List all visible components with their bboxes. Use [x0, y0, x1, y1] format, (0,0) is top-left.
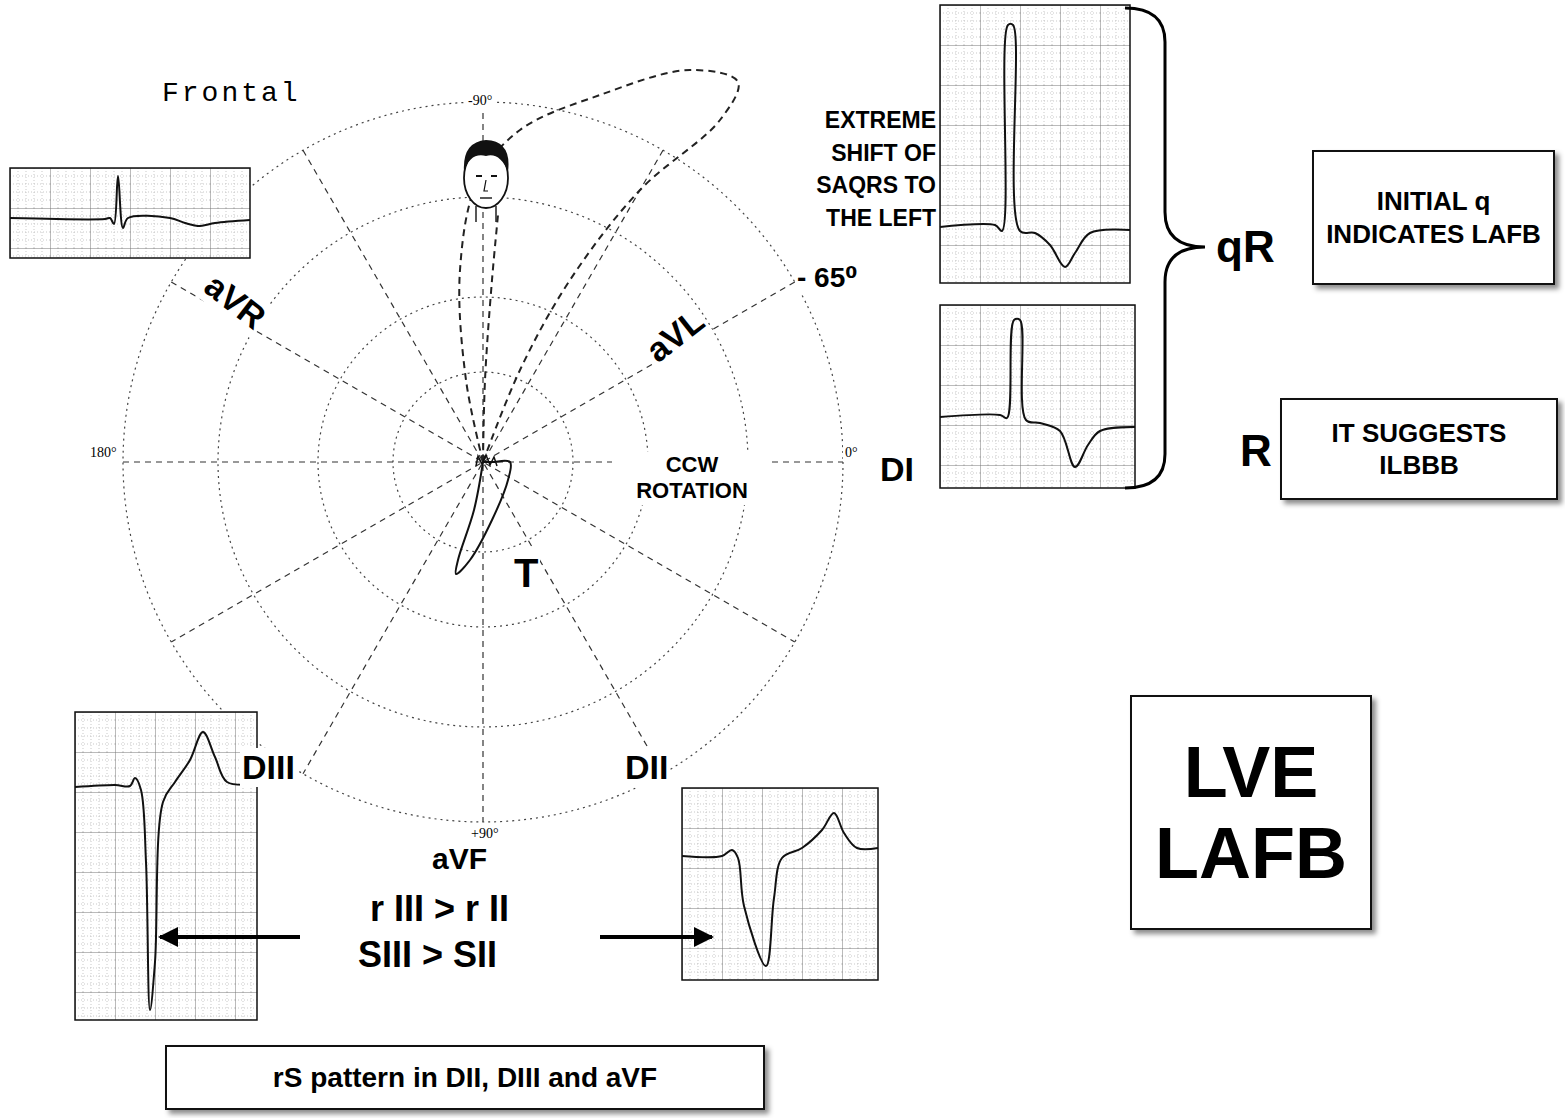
label-text: qR	[1214, 222, 1277, 273]
qrs-loop	[459, 70, 739, 462]
label-text: R	[1240, 426, 1272, 475]
label-text: CCW ROTATION	[636, 452, 748, 503]
label-text: CCW ROTATION	[612, 452, 772, 505]
p-loop	[476, 455, 497, 466]
label-text: - 65⁰	[797, 262, 858, 293]
label-text: -90°	[466, 93, 494, 109]
text-box: IT SUGGESTS ILBBB	[1280, 398, 1558, 500]
label-text: +90°	[471, 826, 499, 841]
text-box: LVE LAFB	[1130, 695, 1372, 930]
label-text: +90°	[469, 826, 501, 842]
ecg-strip	[940, 305, 1135, 488]
ecg-strip	[940, 5, 1130, 283]
box-text: rS pattern in DII, DIII and aVF	[273, 1061, 657, 1095]
label-text: DII	[625, 748, 668, 786]
text-box: INITIAL q INDICATES LAFB	[1312, 150, 1555, 285]
label-text: aVR	[195, 265, 274, 339]
box-text: LVE LAFB	[1148, 732, 1354, 893]
label-text: aVF	[430, 842, 489, 877]
lead-axis	[171, 282, 795, 642]
label-text: T	[514, 551, 538, 595]
ecg-strip	[10, 168, 250, 258]
label-text: DII	[623, 748, 670, 787]
ecg-strip	[75, 712, 257, 1020]
label-text: aVF	[432, 842, 487, 875]
label-text: DI	[880, 450, 914, 488]
lead-axis	[303, 150, 663, 774]
observer-face	[464, 140, 509, 222]
label-text: DI	[878, 450, 916, 489]
label-text: EXTREME SHIFT OF SAQRS TO THE LEFT	[816, 107, 936, 231]
label-text: -90°	[468, 93, 492, 108]
label-text: Frontal	[162, 78, 301, 109]
pointer-arrow	[600, 935, 712, 939]
ecg-strip	[682, 788, 878, 980]
label-text: DIII	[242, 748, 295, 786]
label-text: DIII	[240, 748, 297, 787]
box-text: INITIAL q INDICATES LAFB	[1324, 185, 1543, 250]
label-text: aVL	[639, 301, 712, 369]
label-text: r III > r II	[368, 888, 511, 929]
label-text: qR	[1216, 222, 1275, 271]
pointer-arrow	[160, 935, 300, 939]
label-text: SIII > SII	[356, 934, 499, 975]
label-text: Frontal	[160, 78, 303, 110]
curly-brace	[1125, 8, 1205, 488]
label-text: T	[512, 550, 540, 596]
label-text: aVR	[198, 266, 274, 337]
lead-axis	[303, 150, 663, 774]
label-text: r III > r II	[370, 888, 509, 929]
label-text: 180°	[90, 445, 117, 460]
label-text: 180°	[88, 445, 119, 461]
text-box: rS pattern in DII, DIII and aVF	[165, 1045, 765, 1110]
t-loop	[456, 461, 512, 574]
label-text: aVL	[637, 300, 713, 372]
label-text: EXTREME SHIFT OF SAQRS TO THE LEFT	[772, 104, 938, 235]
label-text: - 65⁰	[795, 262, 860, 294]
reference-circle	[218, 197, 748, 727]
label-text: SIII > SII	[358, 934, 497, 975]
label-text: R	[1238, 426, 1274, 477]
label-text: 0°	[843, 445, 860, 461]
label-text: 0°	[845, 445, 858, 460]
qrs-vector	[483, 215, 498, 462]
box-text: IT SUGGESTS ILBBB	[1296, 417, 1542, 482]
